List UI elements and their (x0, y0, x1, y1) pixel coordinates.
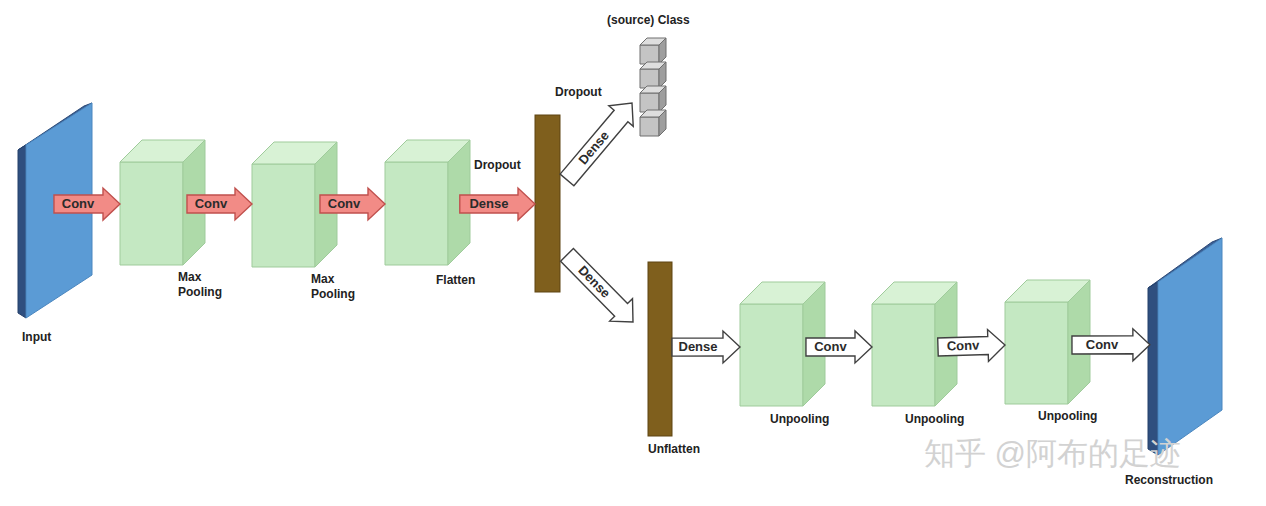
node-label: Input (22, 330, 51, 345)
watermark: 知乎 @阿布的足迹 (924, 433, 1181, 475)
node-outline (648, 262, 672, 436)
arrow-label: Conv (195, 197, 228, 211)
node-label: Flatten (436, 273, 475, 288)
node-label: Max Pooling (311, 272, 363, 302)
arrow-label: Conv (947, 339, 980, 354)
dense-vector-bar: Dropout (535, 115, 560, 292)
cube-front-face (740, 304, 803, 406)
cube-side-face (448, 140, 470, 265)
class-cube (640, 62, 666, 88)
arrow-label: Conv (814, 340, 847, 354)
class-cube (640, 110, 666, 136)
decoder-arrow (672, 331, 740, 363)
node-label: (source) Class (607, 13, 690, 28)
dropout-note: Dropout (474, 158, 521, 172)
encoder-arrow (460, 188, 535, 220)
node-outline (1146, 236, 1224, 458)
class-cube (640, 86, 666, 112)
cube-side-face (659, 86, 666, 112)
image-side-edge (1148, 282, 1158, 455)
node-outline (535, 115, 560, 292)
node-label: Reconstruction (1125, 473, 1213, 488)
reconstruction-image: Reconstruction (1146, 236, 1224, 458)
cube-front-face (640, 117, 659, 136)
arrow-label: Conv (328, 197, 361, 211)
cube-front-face (872, 304, 935, 406)
cube-side-face (659, 62, 666, 88)
cube-front-face (640, 93, 659, 112)
vector-bar (648, 262, 672, 436)
node-label: Unpooling (1038, 409, 1097, 424)
cube-side-face (659, 38, 666, 64)
node-label: Unpooling (905, 412, 964, 427)
arrow-label: Conv (62, 197, 95, 211)
cube-front-face (385, 162, 448, 265)
decoder-arrow (561, 249, 633, 323)
node-outline (385, 140, 470, 265)
node-label: Max Pooling (178, 270, 230, 300)
node-label: Unpooling (770, 412, 829, 427)
arrow-label: Conv (1086, 338, 1119, 352)
vector-bar (535, 115, 560, 292)
cube-side-face (659, 110, 666, 136)
dense-vector-bar: Unflatten (648, 262, 672, 436)
node-label: Unflatten (648, 442, 700, 457)
cube-front-face (640, 69, 659, 88)
node-label: Dropout (555, 85, 602, 100)
class-output-stack: (source) Class (638, 32, 668, 136)
cube-front-face (120, 162, 183, 265)
cube-front-face (640, 45, 659, 64)
class-cube (640, 38, 666, 64)
node-outline (638, 32, 668, 136)
arrow-label: Dense (678, 340, 717, 354)
cube-front-face (1005, 302, 1068, 404)
arrow-label: Dense (469, 197, 508, 211)
cube-front-face (252, 164, 315, 267)
decoder-arrow (560, 103, 633, 186)
image-side-edge (18, 145, 26, 318)
image-face (1158, 238, 1222, 455)
feature-map-cube: Flatten (385, 140, 470, 265)
